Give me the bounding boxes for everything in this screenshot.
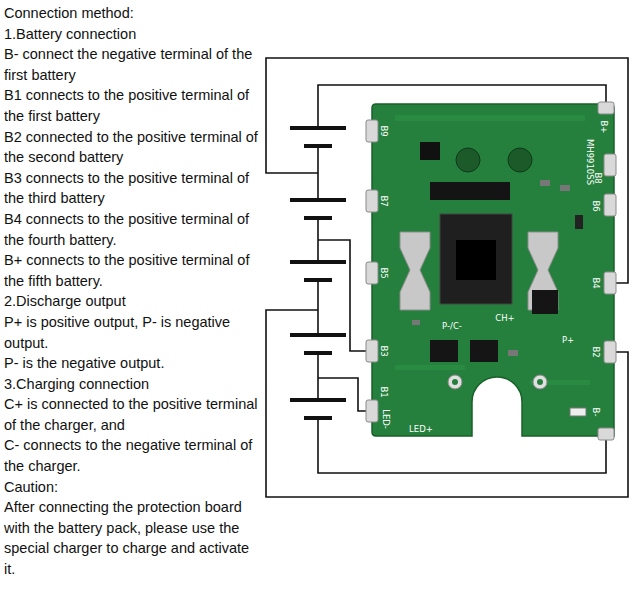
instruction-line: B4 connects to the positive terminal of … — [4, 209, 260, 250]
instruction-line: 1.Battery connection — [4, 24, 260, 45]
instruction-line: After connecting the protection board wi… — [4, 497, 260, 579]
pcb-silkscreen-label: B3 — [379, 345, 389, 356]
pcb-silkscreen-label: B6 — [591, 200, 601, 211]
pcb-silkscreen-label: P-/C- — [442, 321, 462, 331]
instruction-line: B1 connects to the positive terminal of … — [4, 85, 260, 126]
instruction-line: P+ is positive output, P- is negative ou… — [4, 312, 260, 353]
pcb-silkscreen-label: B4 — [591, 277, 601, 288]
pcb-silkscreen-label: LED+ — [409, 424, 433, 434]
instruction-line: 2.Discharge output — [4, 291, 260, 312]
instruction-line: 3.Charging connection — [4, 374, 260, 395]
wire-b1 — [318, 378, 366, 411]
pcb-silkscreen-label: B+ — [599, 121, 609, 134]
instruction-line: C- connects to the negative terminal of … — [4, 435, 260, 476]
pcb-traces — [395, 115, 590, 385]
pcb-board — [372, 104, 614, 436]
components — [400, 142, 586, 416]
instruction-line: B- connect the negative terminal of the … — [4, 44, 260, 85]
pcb-silkscreen-label: B5 — [379, 267, 389, 278]
pcb-silkscreen-label: B7 — [379, 195, 389, 206]
pcb-silkscreen-label: P+ — [562, 335, 574, 345]
solder-pads — [366, 102, 616, 440]
instruction-line: B3 connects to the positive terminal of … — [4, 168, 260, 209]
battery-symbols — [290, 128, 346, 418]
pcb-silkscreen-label: CH+ — [495, 313, 514, 323]
instruction-line: B+ connects to the positive terminal of … — [4, 250, 260, 291]
wiring — [266, 58, 628, 497]
instruction-line: B2 connected to the positive terminal of… — [4, 127, 260, 168]
cell-links — [317, 146, 319, 400]
instruction-line: P- is the negative output. — [4, 353, 260, 374]
instruction-text: Connection method:1.Battery connectionB-… — [4, 3, 260, 580]
pcb-silkscreen-label: B1 — [379, 386, 389, 397]
pcb-silkscreen-label: B8 — [593, 172, 603, 183]
heading: Connection method: — [4, 3, 260, 24]
pcb-silkscreen-label: LED- — [381, 409, 391, 429]
pcb-silkscreen-label: B- — [591, 408, 601, 417]
pcb-silkscreen-label: B2 — [591, 346, 601, 357]
instruction-line: Caution: — [4, 477, 260, 498]
instruction-line: C+ is connected to the positive terminal… — [4, 394, 260, 435]
pcb-silkscreen-label: B9 — [379, 125, 389, 136]
